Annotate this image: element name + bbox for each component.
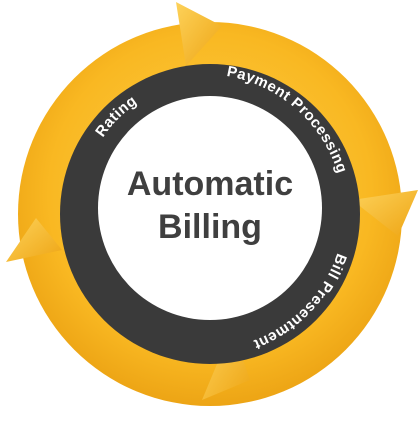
arrow-head-left (6, 218, 62, 262)
center-title-line1: Automatic (127, 165, 293, 203)
arrow-head-top (176, 2, 222, 66)
center-title-line2: Billing (158, 208, 262, 246)
arrow-head-right (352, 190, 418, 236)
center-disc (98, 96, 322, 320)
